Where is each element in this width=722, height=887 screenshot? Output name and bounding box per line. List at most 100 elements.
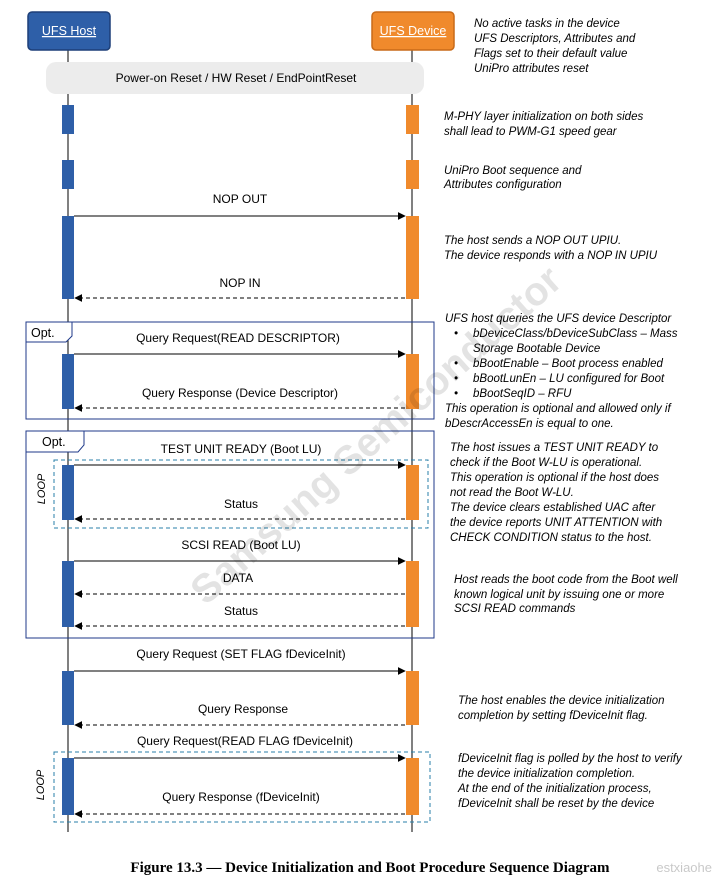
loop-frame-1: LOOP [36,459,429,529]
message-query-response-fdeviceinit-label: Query Response (fDeviceInit) [162,790,319,804]
note-5-bullet: Storage Bootable Device [473,343,600,355]
device-participant-label: UFS Device [380,24,447,38]
note-7-line: SCSI READ commands [454,603,576,615]
message-nop-in: NOP IN [74,276,405,302]
message-status-1-label: Status [224,497,258,511]
device-activation-4 [406,354,419,409]
host-activation-2 [62,160,74,189]
device-activation-6 [406,561,419,627]
note-1-line: No active tasks in the device [474,18,620,30]
note-5-outro: bDescrAccessEn is equal to one. [445,418,614,430]
message-nop-in-label: NOP IN [219,276,260,290]
note-8: The host enables the device initializati… [458,695,665,722]
message-data-label: DATA [223,571,253,585]
note-6-line: CHECK CONDITION status to the host. [450,532,652,544]
opt-frame-2: Opt. [25,430,435,639]
note-3: UniPro Boot sequence and Attributes conf… [443,165,582,191]
message-query-request-read-descriptor-label: Query Request(READ DESCRIPTOR) [136,331,340,345]
note-5-bullet-dot: • [454,358,458,370]
note-1-line: Flags set to their default value [474,48,627,60]
note-5-outro: This operation is optional and allowed o… [445,403,672,415]
message-query-response: Query Response [74,702,405,729]
message-status-2: Status [74,604,405,630]
message-status-1: Status [74,497,405,523]
message-scsi-read: SCSI READ (Boot LU) [74,538,406,565]
note-6-line: check if the Boot W-LU is operational. [450,457,642,469]
message-query-response-fdeviceinit: Query Response (fDeviceInit) [74,790,405,818]
message-scsi-read-label: SCSI READ (Boot LU) [181,538,300,552]
device-activation-7 [406,671,419,725]
note-4: The host sends a NOP OUT UPIU. The devic… [444,235,658,262]
device-activation-2 [406,160,419,189]
message-query-request-read-descriptor: Query Request(READ DESCRIPTOR) [74,331,406,358]
device-activation-3 [406,216,419,299]
reset-banner-label: Power-on Reset / HW Reset / EndPointRese… [116,71,357,85]
device-activation-5 [406,465,419,520]
note-6-line: This operation is optional if the host d… [450,472,659,484]
note-1-line: UniPro attributes reset [474,63,589,75]
host-participant-label: UFS Host [42,24,97,38]
device-participant: UFS Device [371,11,455,51]
note-2: M-PHY layer initialization on both sides… [444,111,643,138]
note-5-bullet: bBootEnable – Boot process enabled [473,358,663,370]
note-9-line: fDeviceInit flag is polled by the host t… [458,753,683,765]
device-activation-1 [406,105,419,134]
host-activation-bars [62,105,74,815]
message-query-response-device-descriptor-label: Query Response (Device Descriptor) [142,386,338,400]
opt-frame-2-label: Opt. [42,435,66,449]
loop-frame-2-label: LOOP [35,769,47,800]
note-5-bullet: bBootSeqID – RFU [473,388,572,400]
host-activation-7 [62,671,74,725]
note-3-line: UniPro Boot sequence and [444,165,582,177]
note-8-line: completion by setting fDeviceInit flag. [458,710,648,722]
watermark: Samsung Semiconductor [182,258,570,613]
message-test-unit-ready: TEST UNIT READY (Boot LU) [74,442,406,469]
note-9-line: At the end of the initialization process… [457,783,652,795]
message-query-request-read-flag-label: Query Request(READ FLAG fDeviceInit) [137,734,353,748]
message-nop-out-label: NOP OUT [213,192,268,206]
note-3-line: Attributes configuration [443,179,562,191]
note-6-line: not read the Boot W-LU. [450,487,574,499]
note-5-intro: UFS host queries the UFS device Descript… [445,313,672,325]
note-7-line: Host reads the boot code from the Boot w… [454,574,678,586]
note-9: fDeviceInit flag is polled by the host t… [457,753,683,810]
note-9-line: fDeviceInit shall be reset by the device [458,798,654,810]
message-query-response-label: Query Response [198,702,288,716]
note-6-line: The host issues a TEST UNIT READY to [450,442,659,454]
note-6: The host issues a TEST UNIT READY to che… [450,442,662,544]
opt-frame-1: Opt. [25,321,435,420]
note-7: Host reads the boot code from the Boot w… [454,574,678,615]
loop-frame-2: LOOP [35,751,431,823]
note-6-line: the device reports UNIT ATTENTION with [450,517,662,529]
note-5-bullet-dot: • [454,373,458,385]
note-2-line: shall lead to PWM-G1 speed gear [444,126,618,138]
host-participant: UFS Host [27,11,111,51]
message-query-request-set-flag: Query Request (SET FLAG fDeviceInit) [74,647,406,675]
host-activation-3 [62,216,74,299]
note-9-line: the device initialization completion. [458,768,635,780]
message-query-request-read-flag: Query Request(READ FLAG fDeviceInit) [74,734,406,762]
message-query-request-set-flag-label: Query Request (SET FLAG fDeviceInit) [136,647,345,661]
note-5-bullet-dot: • [454,388,458,400]
message-nop-out: NOP OUT [74,192,406,220]
host-activation-5 [62,465,74,520]
note-5-bullet: bBootLunEn – LU configured for Boot [473,373,665,385]
message-status-2-label: Status [224,604,258,618]
host-activation-8 [62,758,74,815]
message-query-response-device-descriptor: Query Response (Device Descriptor) [74,386,405,412]
host-activation-4 [62,354,74,409]
corner-watermark: estxiaohe [656,860,712,875]
note-5-bullet: bDeviceClass/bDeviceSubClass – Mass [473,328,678,340]
note-1: No active tasks in the device UFS Descri… [474,18,636,75]
note-6-line: The device clears established UAC after [450,502,656,514]
message-data: DATA [74,571,405,598]
loop-frame-1-label: LOOP [36,473,48,504]
message-test-unit-ready-label: TEST UNIT READY (Boot LU) [161,442,322,456]
reset-banner [46,62,424,94]
figure-caption: Figure 13.3 — Device Initialization and … [130,860,610,876]
note-5: UFS host queries the UFS device Descript… [445,313,678,430]
device-activation-8 [406,758,419,815]
note-4-line: The host sends a NOP OUT UPIU. [444,235,621,247]
opt-frame-1-label: Opt. [31,326,55,340]
